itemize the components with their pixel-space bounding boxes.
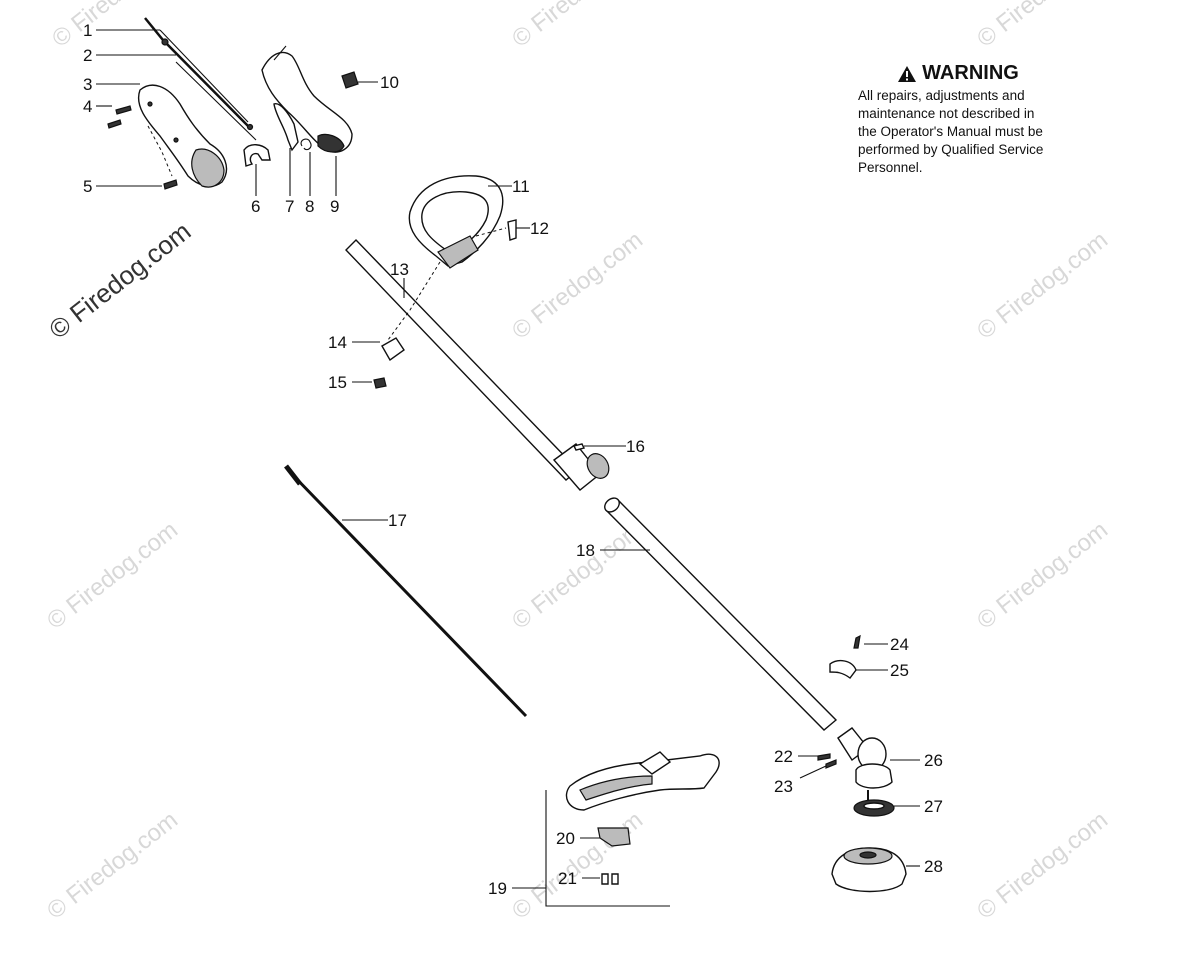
part-23-screw [825, 759, 837, 769]
warning-line: the Operator's Manual must be [858, 124, 1043, 139]
warning-line: performed by Qualified Service [858, 142, 1044, 157]
watermark: © Firedog.com [507, 516, 648, 634]
part-5-screw [163, 179, 178, 190]
part-21-screws [601, 873, 619, 885]
watermark: © Firedog.com [972, 226, 1113, 344]
label-11: 11 [512, 177, 530, 196]
warning-title: WARNING [858, 62, 1058, 85]
watermark: © Firedog.com [507, 226, 648, 344]
part-6-clip [243, 144, 271, 167]
part-1-throttle-cable [144, 17, 254, 131]
part-15-knob [373, 377, 387, 389]
label-17: 17 [388, 511, 407, 530]
label-28: 28 [924, 857, 943, 876]
part-2-wire [175, 61, 257, 141]
label-22: 22 [774, 747, 793, 766]
label-24: 24 [890, 635, 909, 654]
dash-handle-to-shaft [387, 261, 441, 341]
part-25-clip [829, 659, 857, 679]
label-2: 2 [83, 46, 92, 65]
part-22-screw [817, 753, 831, 761]
warning-line: maintenance not described in [858, 106, 1035, 121]
part-11-loop-handle [408, 175, 504, 269]
warning-notice: WARNING All repairs, adjustments and mai… [858, 62, 1108, 177]
label-23: 23 [774, 777, 793, 796]
label-3: 3 [83, 75, 92, 94]
label-18: 18 [576, 541, 595, 560]
watermark: © Firedog.com [42, 516, 183, 634]
part-10-switch [341, 71, 359, 89]
warning-title-text: WARNING [922, 62, 1019, 84]
watermark: © Firedog.com [972, 516, 1113, 634]
label-15: 15 [328, 373, 347, 392]
part-20-blade [597, 827, 631, 847]
label-1: 1 [83, 21, 92, 40]
label-13: 13 [390, 260, 409, 279]
label-27: 27 [924, 797, 943, 816]
part-26-gearhead [837, 727, 893, 800]
label-16: 16 [626, 437, 645, 456]
part-12-bolt [507, 219, 517, 241]
part-4-screws [107, 105, 173, 177]
warning-body: All repairs, adjustments and maintenance… [858, 87, 1108, 177]
label-20: 20 [556, 829, 575, 848]
label-25: 25 [890, 661, 909, 680]
part-19-guard [545, 751, 720, 907]
part-27-washer [853, 799, 895, 817]
warning-line: All repairs, adjustments and [858, 88, 1025, 103]
part-28-trimmer-head [831, 847, 907, 893]
part-7-8-trigger-spring [273, 103, 312, 152]
warning-triangle-icon [898, 65, 917, 82]
part-24-bolt [853, 634, 861, 649]
watermark: © Firedog.com [42, 806, 183, 924]
part-3-handle-housing [137, 84, 228, 188]
warning-line: Personnel. [858, 160, 923, 175]
label-10: 10 [380, 73, 399, 92]
watermark: © Firedog.com [43, 216, 196, 345]
part-14-clamp [381, 337, 405, 362]
label-12: 12 [530, 219, 549, 238]
label-7: 7 [285, 197, 294, 216]
watermark: © Firedog.com [972, 0, 1113, 53]
watermark: © Firedog.com [507, 0, 648, 53]
part-16-pin [572, 443, 586, 451]
watermark: © Firedog.com [972, 806, 1113, 924]
part-13-upper-shaft [345, 239, 610, 491]
label-9: 9 [330, 197, 339, 216]
label-6: 6 [251, 197, 260, 216]
label-5: 5 [83, 177, 92, 196]
label-19: 19 [488, 879, 507, 898]
callouts: 1 2 3 4 5 6 7 8 9 10 11 12 13 14 15 16 1… [83, 21, 943, 898]
part-17-drive-shaft [284, 464, 528, 718]
part-9-handle [261, 45, 353, 153]
watermark: © Firedog.com [507, 806, 648, 924]
part-18-lower-tube [604, 497, 838, 731]
label-21: 21 [558, 869, 577, 888]
label-8: 8 [305, 197, 314, 216]
label-26: 26 [924, 751, 943, 770]
label-14: 14 [328, 333, 347, 352]
label-4: 4 [83, 97, 92, 116]
